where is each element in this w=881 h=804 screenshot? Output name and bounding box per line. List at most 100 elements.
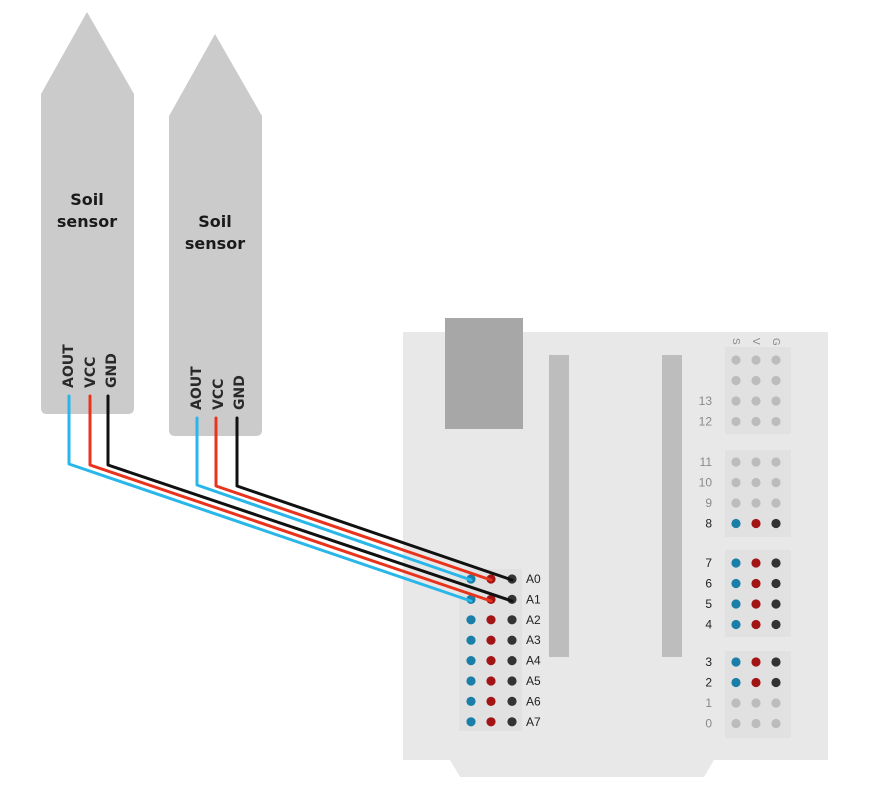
power-pin[interactable] xyxy=(751,375,761,386)
ground-pin[interactable] xyxy=(771,498,781,508)
digital-row xyxy=(731,355,781,365)
digital-pin-group: 13 12 xyxy=(699,347,791,434)
signal-pin[interactable] xyxy=(466,635,476,645)
signal-pin[interactable] xyxy=(731,498,741,508)
digital-row: 7 xyxy=(705,556,781,570)
power-pin[interactable] xyxy=(751,355,761,365)
signal-pin[interactable] xyxy=(731,578,741,589)
sensor-body xyxy=(169,34,262,436)
signal-pin[interactable] xyxy=(466,696,476,707)
power-pin[interactable] xyxy=(751,416,761,427)
ground-pin[interactable] xyxy=(771,355,781,365)
digital-row-label: 4 xyxy=(705,618,712,632)
board-bottom-tab xyxy=(450,760,714,777)
signal-pin[interactable] xyxy=(731,375,741,386)
soil-sensor: Soil sensor AOUT VCC GND xyxy=(41,12,134,414)
power-pin[interactable] xyxy=(751,477,761,488)
digital-row: 12 xyxy=(699,415,781,429)
power-pin[interactable] xyxy=(486,717,496,727)
analog-row-label: A1 xyxy=(526,592,541,606)
ground-pin[interactable] xyxy=(771,477,781,488)
digital-row-label: 11 xyxy=(700,455,713,469)
power-pin[interactable] xyxy=(751,718,761,729)
power-pin[interactable] xyxy=(751,518,761,529)
signal-pin[interactable] xyxy=(731,677,741,688)
header-strip-left xyxy=(549,355,569,657)
ground-pin[interactable] xyxy=(771,375,781,386)
ground-pin[interactable] xyxy=(771,657,781,667)
ground-pin[interactable] xyxy=(771,677,781,688)
signal-pin[interactable] xyxy=(466,656,476,666)
ground-pin[interactable] xyxy=(771,518,781,529)
pin-label-gnd: GND xyxy=(104,353,120,388)
ground-pin[interactable] xyxy=(771,698,781,708)
column-label: G xyxy=(770,338,781,346)
ground-pin[interactable] xyxy=(771,457,781,467)
signal-pin[interactable] xyxy=(731,619,741,630)
ground-pin[interactable] xyxy=(771,578,781,589)
sensor-body xyxy=(41,12,134,414)
signal-pin[interactable] xyxy=(731,416,741,427)
signal-pin[interactable] xyxy=(731,457,741,467)
power-pin[interactable] xyxy=(751,698,761,708)
sensor-title-line1: Soil xyxy=(70,190,103,209)
ground-pin[interactable] xyxy=(771,416,781,427)
power-pin[interactable] xyxy=(751,657,761,667)
power-pin[interactable] xyxy=(751,599,761,609)
power-pin[interactable] xyxy=(751,558,761,568)
digital-row-label: 12 xyxy=(699,415,713,429)
ground-pin[interactable] xyxy=(771,619,781,630)
signal-pin[interactable] xyxy=(466,615,476,625)
signal-pin[interactable] xyxy=(731,698,741,708)
ground-pin[interactable] xyxy=(507,615,517,625)
ground-pin[interactable] xyxy=(771,396,781,406)
power-pin[interactable] xyxy=(486,676,496,686)
power-pin[interactable] xyxy=(486,615,496,625)
power-pin[interactable] xyxy=(751,396,761,406)
ground-pin[interactable] xyxy=(771,599,781,609)
analog-row: A4 xyxy=(466,654,541,668)
digital-row-label: 2 xyxy=(705,676,712,690)
soil-sensor: Soil sensor AOUT VCC GND xyxy=(169,34,262,436)
ground-pin[interactable] xyxy=(507,717,517,727)
ground-pin[interactable] xyxy=(771,718,781,729)
ground-pin[interactable] xyxy=(771,558,781,568)
analog-row-label: A3 xyxy=(526,633,541,647)
ground-pin[interactable] xyxy=(507,635,517,645)
sensor-title-line1: Soil xyxy=(198,212,231,231)
signal-pin[interactable] xyxy=(731,657,741,667)
digital-row-label: 13 xyxy=(699,394,713,408)
power-pin[interactable] xyxy=(486,656,496,666)
signal-pin[interactable] xyxy=(731,355,741,365)
digital-row-label: 9 xyxy=(705,496,712,510)
power-pin[interactable] xyxy=(751,457,761,467)
analog-row-label: A0 xyxy=(526,572,541,586)
pin-label-aout: AOUT xyxy=(61,344,77,388)
signal-pin[interactable] xyxy=(731,718,741,729)
signal-pin[interactable] xyxy=(731,518,741,529)
ground-pin[interactable] xyxy=(507,696,517,707)
signal-pin[interactable] xyxy=(466,676,476,686)
analog-row-label: A5 xyxy=(526,674,541,688)
power-pin[interactable] xyxy=(751,578,761,589)
signal-pin[interactable] xyxy=(731,396,741,406)
pin-label-vcc: VCC xyxy=(211,379,227,410)
digital-row: 6 xyxy=(705,577,781,591)
pin-label-gnd: GND xyxy=(232,375,248,410)
power-pin[interactable] xyxy=(486,696,496,707)
signal-pin[interactable] xyxy=(731,477,741,488)
ground-pin[interactable] xyxy=(507,656,517,666)
digital-row: 1 xyxy=(705,696,781,710)
signal-pin[interactable] xyxy=(731,599,741,609)
signal-pin[interactable] xyxy=(731,558,741,568)
analog-row: A3 xyxy=(466,633,541,647)
power-pin[interactable] xyxy=(751,619,761,630)
power-pin[interactable] xyxy=(486,635,496,645)
ground-pin[interactable] xyxy=(507,676,517,686)
power-pin[interactable] xyxy=(751,677,761,688)
power-pin[interactable] xyxy=(751,498,761,508)
signal-pin[interactable] xyxy=(466,717,476,727)
